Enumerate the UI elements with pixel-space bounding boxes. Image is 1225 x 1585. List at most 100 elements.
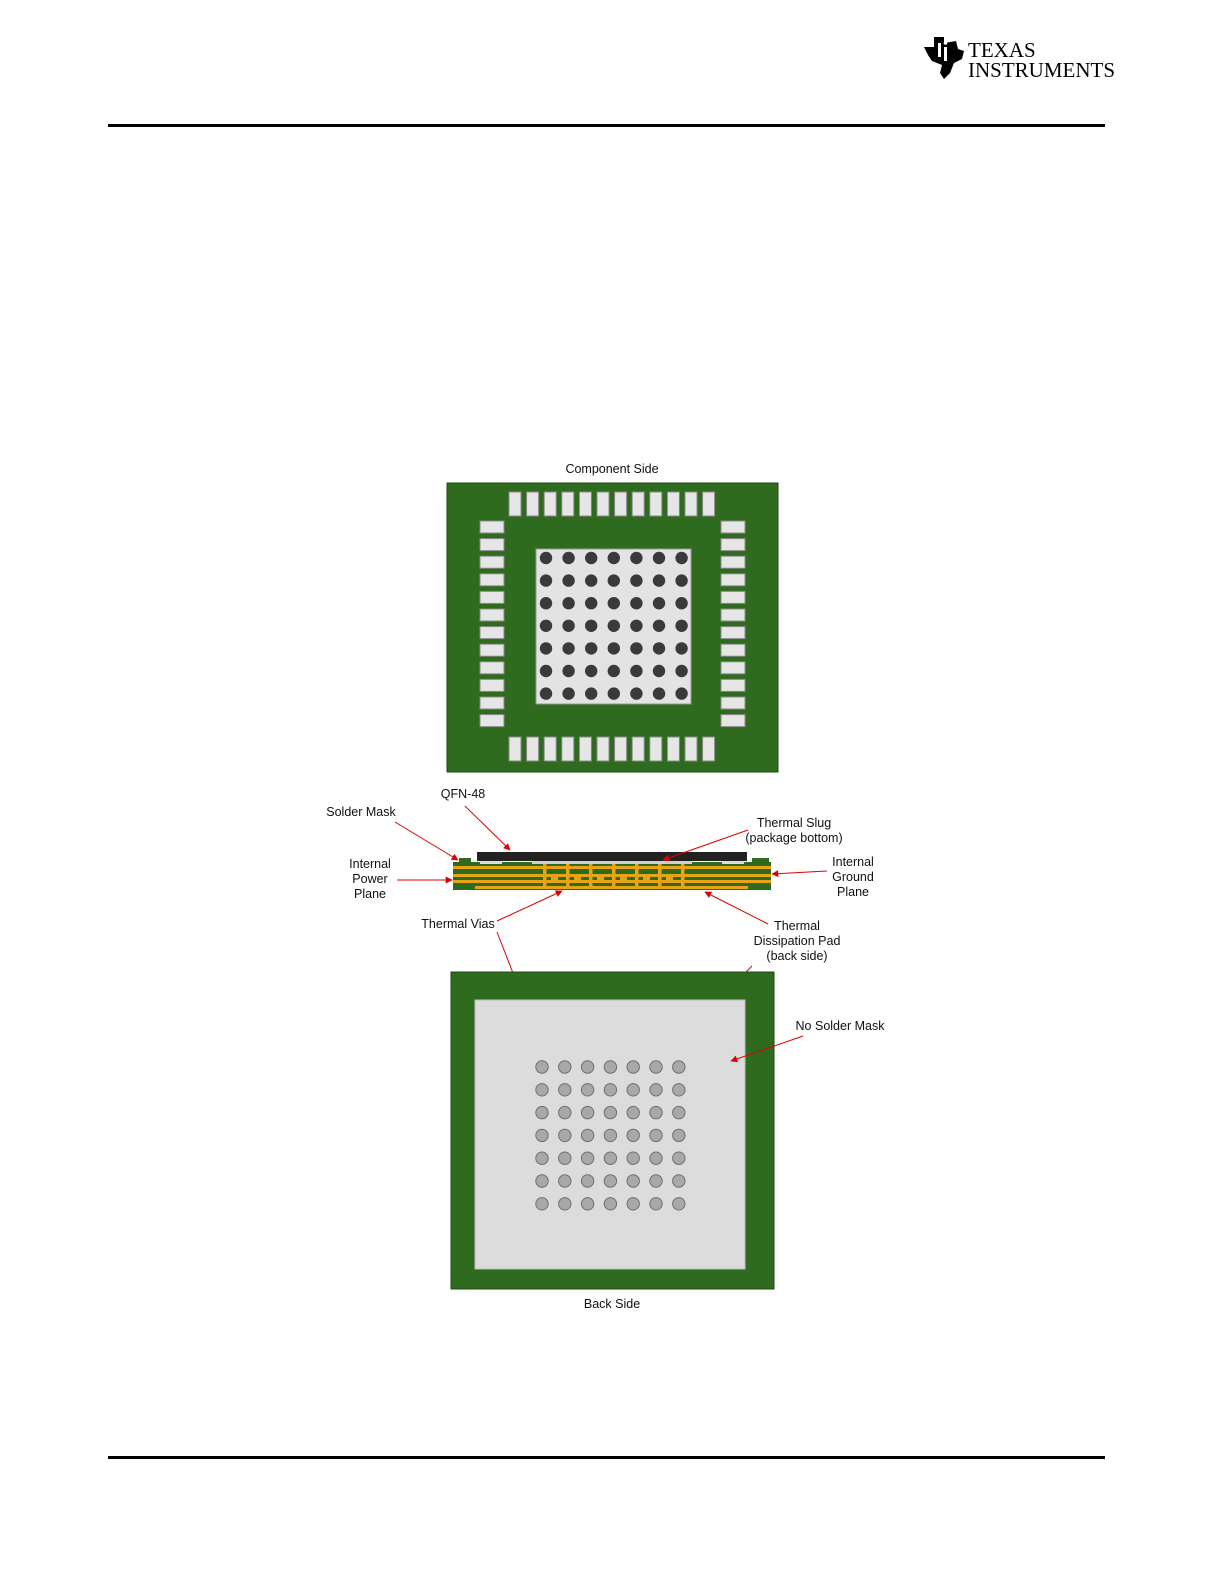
thermal-via [608, 642, 620, 654]
solder-mask-left [459, 858, 471, 864]
thermal-via-barrel [635, 864, 639, 889]
smd-pad [527, 492, 539, 516]
internal-ground-label-1: Internal [832, 855, 874, 869]
internal-power-label-2: Power [352, 872, 387, 886]
thermal-via-barrel [658, 864, 662, 889]
thermal-via-barrel [589, 864, 593, 889]
thermal-via [627, 1106, 639, 1118]
internal-power-label-1: Internal [349, 857, 391, 871]
thermal-via [653, 665, 665, 677]
thermal-via [675, 665, 687, 677]
smd-pad [703, 737, 715, 761]
thermal-via [627, 1084, 639, 1096]
thermal-via [675, 620, 687, 632]
smd-pad [721, 609, 745, 621]
thermal-via [630, 597, 642, 609]
thermal-via [650, 1084, 662, 1096]
thermal-via [540, 574, 552, 586]
thermal-via [627, 1061, 639, 1073]
thermal-via [630, 620, 642, 632]
smd-pad [527, 737, 539, 761]
smd-pad [480, 521, 504, 533]
thermal-via [627, 1175, 639, 1187]
thermal-via [581, 1084, 593, 1096]
thermal-via [630, 552, 642, 564]
thermal-via [536, 1198, 548, 1210]
thermal-via [559, 1106, 571, 1118]
thermal-vias-label: Thermal Vias [421, 917, 494, 931]
thermal-slug [532, 861, 692, 864]
thermal-via [540, 620, 552, 632]
thermal-via-barrel [566, 864, 570, 889]
thermal-via [653, 642, 665, 654]
thermal-via [630, 574, 642, 586]
thermal-via [650, 1061, 662, 1073]
thermal-via [650, 1152, 662, 1164]
internal-ground-label-2: Ground [832, 870, 874, 884]
thermal-via-barrel [543, 864, 547, 889]
smd-pad [480, 627, 504, 639]
thermal-via [559, 1198, 571, 1210]
thermal-via [536, 1084, 548, 1096]
thermal-via-barrel [681, 864, 685, 889]
smd-pad [562, 737, 574, 761]
thermal-via [585, 687, 597, 699]
smd-pad [480, 591, 504, 603]
qfn-package [477, 852, 747, 861]
smd-pad [480, 644, 504, 656]
smd-pad [480, 556, 504, 568]
smd-pad [579, 492, 591, 516]
smd-pad [721, 521, 745, 533]
via-plane-connection [643, 877, 650, 880]
thermal-via [585, 597, 597, 609]
thermal-via [585, 552, 597, 564]
thermal-via [562, 597, 574, 609]
smd-pad [632, 492, 644, 516]
copper-bottom-pad [475, 886, 748, 889]
solder-mask-right [752, 858, 769, 864]
thermal-via [630, 687, 642, 699]
thermal-via [562, 574, 574, 586]
thermal-via [627, 1129, 639, 1141]
via-plane-connection [574, 877, 581, 880]
thermal-via [673, 1152, 685, 1164]
thermal-pad-label-1: Thermal [774, 919, 820, 933]
smd-pad [615, 492, 627, 516]
thermal-via [650, 1198, 662, 1210]
smd-pad [721, 662, 745, 674]
via-plane-connection [620, 877, 627, 880]
thermal-via [585, 574, 597, 586]
internal-ground-label-3: Plane [837, 885, 869, 899]
thermal-via [604, 1198, 616, 1210]
thermal-via [536, 1152, 548, 1164]
via-plane-connection [666, 877, 673, 880]
thermal-via [585, 642, 597, 654]
thermal-via [536, 1175, 548, 1187]
thermal-via [604, 1061, 616, 1073]
thermal-via [653, 687, 665, 699]
thermal-via [540, 665, 552, 677]
thermal-via [675, 642, 687, 654]
smd-pad [597, 492, 609, 516]
thermal-via [562, 620, 574, 632]
thermal-via [653, 574, 665, 586]
thermal-via [675, 552, 687, 564]
smd-pad [544, 492, 556, 516]
thermal-via [585, 665, 597, 677]
thermal-via [673, 1084, 685, 1096]
thermal-via [581, 1175, 593, 1187]
internal-power-label-3: Plane [354, 887, 386, 901]
thermal-via [540, 687, 552, 699]
thermal-via [630, 642, 642, 654]
thermal-via [627, 1152, 639, 1164]
smd-pad [480, 539, 504, 551]
smd-pad [721, 697, 745, 709]
smd-pad [480, 574, 504, 586]
solder-mask-label: Solder Mask [326, 805, 396, 819]
thermal-via [540, 552, 552, 564]
via-plane-connection [551, 877, 558, 880]
thermal-via [581, 1106, 593, 1118]
smd-pad [667, 737, 679, 761]
thermal-via [608, 620, 620, 632]
